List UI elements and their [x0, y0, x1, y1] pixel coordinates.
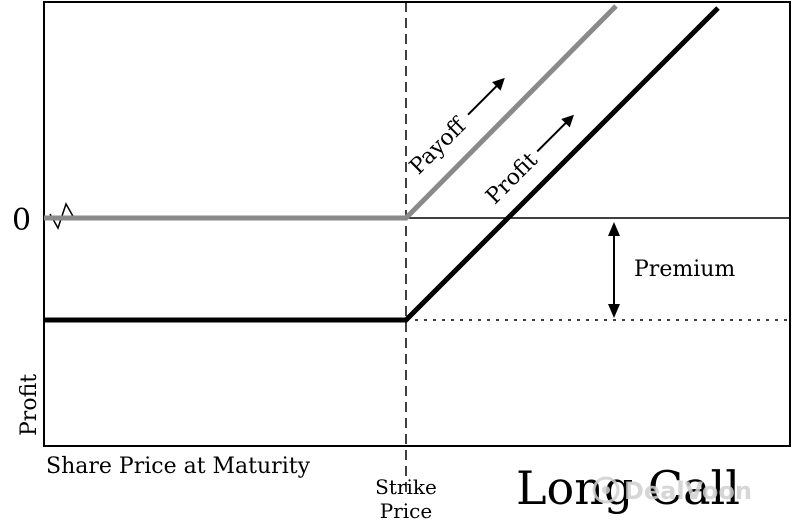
- strike-label-line2: Price: [380, 499, 432, 523]
- premium-arrow-head-up: [608, 222, 620, 236]
- x-axis-label: Share Price at Maturity: [46, 454, 311, 479]
- profit-curve-label: Profit: [481, 148, 543, 210]
- profit-arrow-shaft: [536, 121, 568, 153]
- watermark-logo-icon: [592, 476, 620, 504]
- premium-arrow-head-down: [608, 304, 620, 318]
- y-axis-label: Profit: [17, 374, 42, 436]
- strike-label-line1: Strike: [375, 475, 437, 499]
- watermark-text: DealVoon: [624, 477, 752, 505]
- payoff-label: Payoff: [405, 113, 472, 180]
- zero-label: 0: [12, 203, 31, 238]
- watermark: DealVoon: [592, 476, 752, 505]
- plot-frame: [43, 1, 791, 447]
- diagram-title: Long Call: [516, 461, 740, 515]
- profit-line: [44, 6, 720, 323]
- payoff-line: [44, 4, 618, 221]
- payoff-arrow-shaft: [467, 84, 499, 116]
- watermark-logo-dot: [602, 486, 610, 494]
- premium-label: Premium: [634, 257, 735, 282]
